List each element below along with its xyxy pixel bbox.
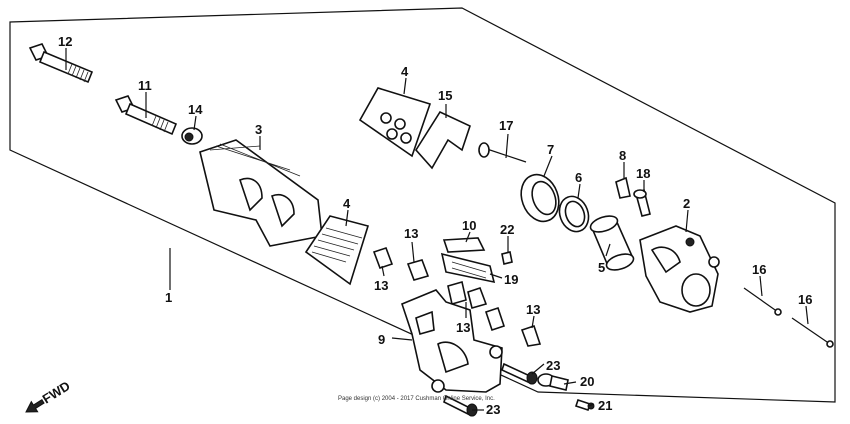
part-label-15: 15 [438,88,452,103]
part-label-20: 20 [580,374,594,389]
part-label-13c: 13 [456,320,470,335]
shim-19-shape [440,252,496,284]
part-label-16b: 16 [798,292,812,307]
copyright-notice: Page design (c) 2004 - 2017 Cushman Onli… [338,396,495,402]
screw-22-shape [501,251,513,265]
piston-5-shape [589,215,635,271]
part-label-22: 22 [500,222,514,237]
part-label-14: 14 [188,102,203,117]
part-label-8: 8 [619,148,626,163]
part-label-4b: 4 [343,196,351,211]
leader-lines [65,48,809,411]
part-label-18: 18 [636,166,650,181]
collars-13-shape [372,246,542,347]
dust-seal-7-shape [520,173,560,223]
part-label-10: 10 [462,218,476,233]
brake-pad-4b-shape [304,215,370,286]
part-label-19: 19 [504,272,518,287]
part-label-5: 5 [598,260,605,275]
part-label-17: 17 [499,118,513,133]
part-label-13a: 13 [404,226,418,241]
part-label-3: 3 [255,122,262,137]
bleeder-valve-18-shape [633,188,651,217]
part-label-2: 2 [683,196,690,211]
part-label-11: 11 [138,78,152,93]
forward-arrow-icon [25,399,45,413]
part-label-12: 12 [58,34,72,49]
clamp-20-shape [537,373,569,391]
part-label-13d: 13 [526,302,540,317]
part-label-1: 1 [165,290,172,305]
spring-17-shape [478,142,527,163]
retainer-15-shape [415,110,471,170]
bleeder-cap-8-shape [615,176,631,199]
part-label-9: 9 [378,332,385,347]
pin-bolt-12-shape [28,43,94,84]
diagram-frame [9,7,836,403]
part-label-23b: 23 [486,402,500,417]
shim-10-shape [442,237,486,253]
pin-bolt-11-shape [114,95,178,136]
piston-seal-6-shape [558,195,590,233]
part-label-6: 6 [575,170,582,185]
pad-cover-3-shape [199,139,323,247]
part-label-16a: 16 [752,262,766,277]
part-label-7: 7 [547,142,554,157]
part-label-13b: 13 [374,278,388,293]
pad-plate-4a-shape [358,87,432,158]
bolts-23-shape [443,362,538,417]
fwd-label: FWD [40,378,73,406]
caliper-pins-16-shape [743,287,834,348]
part-label-23a: 23 [546,358,560,373]
part-label-4a: 4 [401,64,409,79]
part-label-21: 21 [598,398,612,413]
caliper-body-2-shape [639,225,720,313]
caliper-bracket-9-shape [401,289,503,393]
pin-boot-14-shape [181,127,203,145]
